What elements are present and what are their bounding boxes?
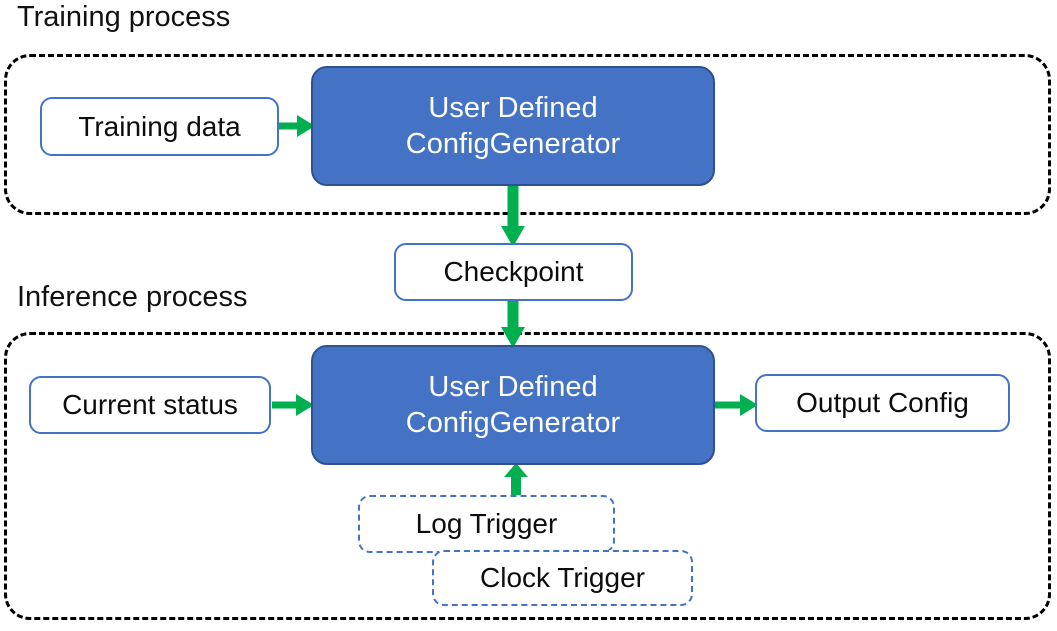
arrow-generator-to-checkpoint — [498, 185, 528, 247]
checkpoint-label: Checkpoint — [443, 256, 584, 287]
output-config-node[interactable]: Output Config — [755, 374, 1010, 432]
inference-config-generator-node[interactable]: User Defined ConfigGenerator — [311, 345, 715, 465]
training-process-container — [4, 54, 1051, 215]
training-generator-line-2: ConfigGenerator — [405, 128, 621, 160]
checkpoint-node[interactable]: Checkpoint — [394, 243, 633, 301]
inference-generator-line-2: ConfigGenerator — [405, 407, 621, 439]
inference-process-container — [4, 332, 1051, 620]
output-config-label: Output Config — [796, 387, 969, 418]
training-data-label: Training data — [78, 110, 241, 142]
training-config-generator-node[interactable]: User Defined ConfigGenerator — [311, 66, 715, 186]
arrow-training-data-to-generator — [279, 112, 315, 140]
arrow-checkpoint-to-generator — [498, 300, 528, 348]
current-status-node[interactable]: Current status — [29, 376, 271, 434]
current-status-label: Current status — [62, 389, 238, 420]
clock-trigger-label: Clock Trigger — [480, 562, 645, 593]
training-generator-line-1: User Defined — [428, 92, 598, 124]
arrow-status-to-generator — [272, 391, 314, 419]
clock-trigger-node[interactable]: Clock Trigger — [432, 550, 693, 606]
inference-generator-line-1: User Defined — [428, 371, 598, 403]
log-trigger-label: Log Trigger — [415, 508, 558, 539]
arrow-generator-to-output-config — [714, 391, 758, 419]
inference-process-title: Inference process — [17, 281, 248, 313]
log-trigger-node[interactable]: Log Trigger — [358, 495, 615, 553]
training-process-title: Training process — [17, 1, 231, 33]
training-data-node[interactable]: Training data — [40, 97, 279, 156]
